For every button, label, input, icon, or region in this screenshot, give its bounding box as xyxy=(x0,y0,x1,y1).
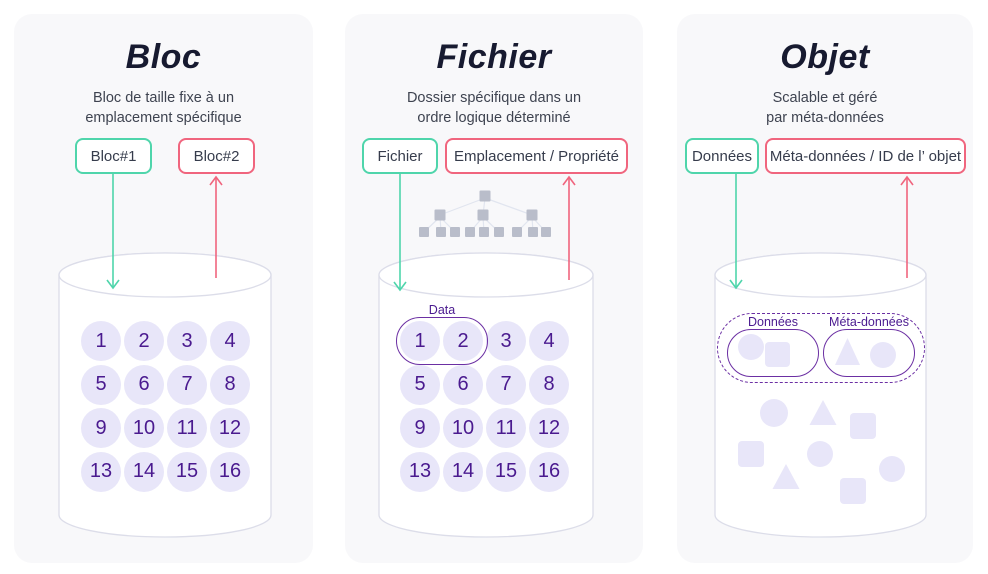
object-triangle xyxy=(772,464,800,489)
block-cell: 8 xyxy=(210,364,250,405)
block-cell: 16 xyxy=(529,451,569,492)
tag-fichier: Fichier xyxy=(362,138,438,174)
subtitle-line: Scalable et géré xyxy=(772,90,878,106)
read-arrow-up-icon xyxy=(900,175,914,278)
block-cell: 14 xyxy=(124,451,164,492)
read-arrow-up-icon xyxy=(562,175,576,280)
block-cell: 13 xyxy=(400,451,440,492)
block-cell: 4 xyxy=(210,321,250,361)
file-data-outline xyxy=(396,317,488,365)
scattered-object-shapes xyxy=(738,399,905,504)
object-circle xyxy=(807,441,833,467)
read-arrow-up-icon xyxy=(209,175,223,278)
panel-fichier: Fichier Dossier spécifique dans un ordre… xyxy=(345,14,643,563)
file-data-label: Data xyxy=(428,303,456,317)
write-arrow-down-icon xyxy=(729,174,743,290)
block-cell: 2 xyxy=(124,321,164,361)
object-square xyxy=(738,441,764,467)
block-cell: 9 xyxy=(81,408,121,448)
folder-tree-icon xyxy=(419,190,551,237)
panel-subtitle: Dossier spécifique dans un ordre logique… xyxy=(345,88,643,128)
subtitle-line: Bloc de taille fixe à un xyxy=(92,90,235,106)
block-cell: 4 xyxy=(529,321,569,361)
block-cell: 3 xyxy=(167,321,207,361)
panel-bloc: Bloc Bloc de taille fixe à un emplacemen… xyxy=(14,14,313,563)
panel-subtitle: Scalable et géré par méta-données xyxy=(677,88,973,128)
tag-bloc2: Bloc#2 xyxy=(178,138,255,174)
cylinder-top xyxy=(58,252,272,298)
block-cell: 8 xyxy=(529,364,569,405)
block-cell: 11 xyxy=(486,408,526,448)
subtitle-line: Dossier spécifique dans un xyxy=(406,90,582,106)
block-cell: 3 xyxy=(486,321,526,361)
block-cell: 11 xyxy=(167,408,207,448)
block-cell: 13 xyxy=(81,451,121,492)
data-group-label: Données xyxy=(747,315,799,329)
metadata-group-label: Méta-données xyxy=(829,315,909,329)
block-cell: 15 xyxy=(486,451,526,492)
subtitle-line: ordre logique déterminé xyxy=(417,110,571,126)
object-square xyxy=(840,478,866,504)
tag-metadonnees: Méta-données / ID de l’ objet xyxy=(765,138,966,174)
block-cell: 7 xyxy=(486,364,526,405)
object-cluster-outline xyxy=(717,313,925,383)
panel-subtitle: Bloc de taille fixe à un emplacement spé… xyxy=(14,88,313,128)
block-cell: 12 xyxy=(210,408,250,448)
block-cell: 16 xyxy=(210,451,250,492)
block-cell: 14 xyxy=(443,451,483,492)
subtitle-line: par méta-données xyxy=(766,110,884,126)
block-cell: 9 xyxy=(400,408,440,448)
block-cell: 6 xyxy=(124,364,164,405)
cylinder-top xyxy=(714,252,927,298)
write-arrow-down-icon xyxy=(393,174,407,292)
tag-emplacement: Emplacement / Propriété xyxy=(445,138,628,174)
object-circle xyxy=(760,399,788,427)
cylinder-top xyxy=(378,252,594,298)
panel-title: Objet xyxy=(780,38,870,76)
write-arrow-down-icon xyxy=(106,174,120,290)
panel-title: Fichier xyxy=(436,38,552,76)
subtitle-line: emplacement spécifique xyxy=(85,110,242,126)
block-cell: 7 xyxy=(167,364,207,405)
object-triangle xyxy=(809,400,837,425)
block-cell: 12 xyxy=(529,408,569,448)
object-circle xyxy=(879,456,905,482)
data-group-outline xyxy=(727,329,819,377)
panel-objet: Objet Scalable et géré par méta-données … xyxy=(677,14,973,563)
tag-bloc1: Bloc#1 xyxy=(75,138,152,174)
block-cell: 10 xyxy=(124,408,164,448)
tag-donnees: Données xyxy=(685,138,759,174)
block-cell: 5 xyxy=(81,364,121,405)
block-cell: 10 xyxy=(443,408,483,448)
block-cell: 1 xyxy=(81,321,121,361)
block-cell: 6 xyxy=(443,364,483,405)
block-cell: 5 xyxy=(400,364,440,405)
object-square xyxy=(850,413,876,439)
metadata-group-outline xyxy=(823,329,915,377)
block-cell: 15 xyxy=(167,451,207,492)
panel-title: Bloc xyxy=(125,38,202,76)
objet-graphics xyxy=(714,174,927,538)
